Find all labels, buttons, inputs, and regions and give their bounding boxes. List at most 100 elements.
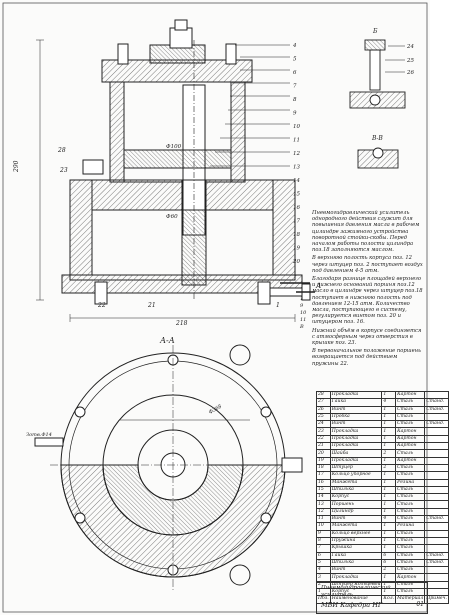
note-paragraph: Нижний объём в корпусе соединяется с атм…	[312, 327, 422, 347]
bom-cell: Сталь	[395, 398, 426, 407]
bom-cell: 21	[316, 442, 331, 451]
bom-cell: 1	[381, 536, 397, 546]
bom-cell	[424, 573, 449, 582]
part-number-5: 5	[293, 57, 297, 63]
section-aa-title: А-А	[159, 336, 175, 345]
bom-cell: 1	[381, 405, 397, 414]
bom-cell: 1	[381, 442, 397, 451]
bom-cell: 28	[316, 390, 331, 400]
section-mark-a: А	[315, 282, 321, 290]
detail-view-b	[349, 39, 406, 109]
bom-cell: 20	[316, 449, 331, 458]
bom-cell	[424, 507, 449, 517]
bom-cell: Сталь	[395, 558, 426, 568]
bom-cell: 26	[316, 405, 331, 414]
bom-cell: Сталь	[395, 500, 426, 509]
org-label: МВИ Кафедра НГ	[321, 601, 383, 609]
section-view-main	[36, 19, 315, 322]
bom-cell	[424, 456, 449, 465]
bom-cell: Прокладка	[329, 442, 383, 451]
title-block: Пневмогидравлический усилитель МВИ Кафед…	[316, 582, 428, 614]
bom-cell	[424, 587, 449, 597]
bom-cell: Сталь	[395, 566, 426, 575]
bom-cell: 18	[316, 463, 331, 473]
bom-cell	[424, 412, 449, 422]
leader-label-21: 21	[147, 302, 156, 309]
part-number-10: 10	[293, 124, 300, 130]
bom-cell: Шайба	[329, 449, 383, 458]
bom-cell: 4	[316, 566, 331, 575]
bom-cell: 1	[381, 507, 397, 517]
dim-height-label: 290	[13, 160, 20, 173]
bom-header-cell: Примеч.	[424, 595, 449, 604]
bom-cell: Сталь	[395, 536, 426, 546]
bom-cell: 1	[381, 522, 397, 531]
part-number-13: 13	[293, 165, 300, 171]
bom-cell: 2	[381, 566, 397, 575]
bom-cell: 1	[381, 471, 397, 480]
bom-cell: Поршень	[329, 500, 383, 509]
part-number-9: 9	[293, 111, 297, 117]
bom-cell	[424, 536, 449, 546]
bom-cell	[424, 449, 449, 458]
leader-label-25: 25	[406, 58, 414, 64]
bom-cell: Сталь	[395, 493, 426, 502]
bom-cell	[424, 566, 449, 575]
description-notes: Пневмогидравлический усилитель однородно…	[312, 210, 424, 369]
bom-cell	[424, 478, 449, 487]
bom-cell	[424, 493, 449, 502]
bom-cell: Сталь	[395, 405, 426, 414]
bom-cell: Резина	[395, 478, 426, 487]
bom-cell: 23	[316, 427, 331, 436]
bom-cell: Винт	[329, 566, 383, 575]
part-number-4: 4	[292, 43, 297, 49]
bom-cell: 9	[316, 529, 331, 538]
bom-cell: 1	[381, 500, 397, 509]
note-paragraph: В первоначальное положение поршень возвр…	[312, 348, 421, 367]
part-number-bottom-В: В	[299, 324, 304, 330]
bom-cell: Крышка	[329, 544, 383, 553]
bom-cell: 1	[381, 493, 397, 502]
bom-cell: Станд.	[424, 420, 449, 429]
bom-cell: 12	[316, 507, 331, 517]
bom-cell: 17	[316, 471, 331, 480]
bom-cell: 1	[381, 420, 397, 429]
bom-cell: 2	[381, 463, 397, 473]
bom-cell: Картон	[395, 434, 426, 444]
part-number-8: 8	[293, 97, 297, 103]
bom-cell	[424, 485, 449, 495]
view-v-title: В-В	[371, 135, 383, 142]
bom-cell: Манжета	[329, 478, 383, 487]
bom-cell: Прокладка	[329, 456, 383, 465]
bom-cell: 25	[316, 412, 331, 422]
bom-cell	[424, 580, 449, 590]
bom-cell: 7	[316, 544, 331, 553]
bom-cell: Кольцо упорное	[329, 471, 383, 480]
bom-cell: Прокладка	[329, 573, 383, 582]
bom-cell: Картон	[395, 456, 426, 465]
bom-cell	[424, 471, 449, 480]
bom-cell: Сталь	[395, 471, 426, 480]
part-number-bottom-1: 1	[300, 296, 303, 302]
bom-cell	[424, 427, 449, 436]
bom-cell: Картон	[395, 427, 426, 436]
bom-cell	[424, 390, 449, 400]
bom-cell: Сталь	[395, 529, 426, 538]
bom-cell: Винт	[329, 420, 383, 429]
bom-cell: 6	[381, 558, 397, 568]
leader-label-24: 24	[406, 44, 414, 50]
sheet-number: 01	[416, 601, 424, 608]
bom-cell: Сталь	[395, 551, 426, 560]
part-number-15: 15	[293, 192, 300, 198]
part-number-17: 17	[293, 219, 300, 225]
